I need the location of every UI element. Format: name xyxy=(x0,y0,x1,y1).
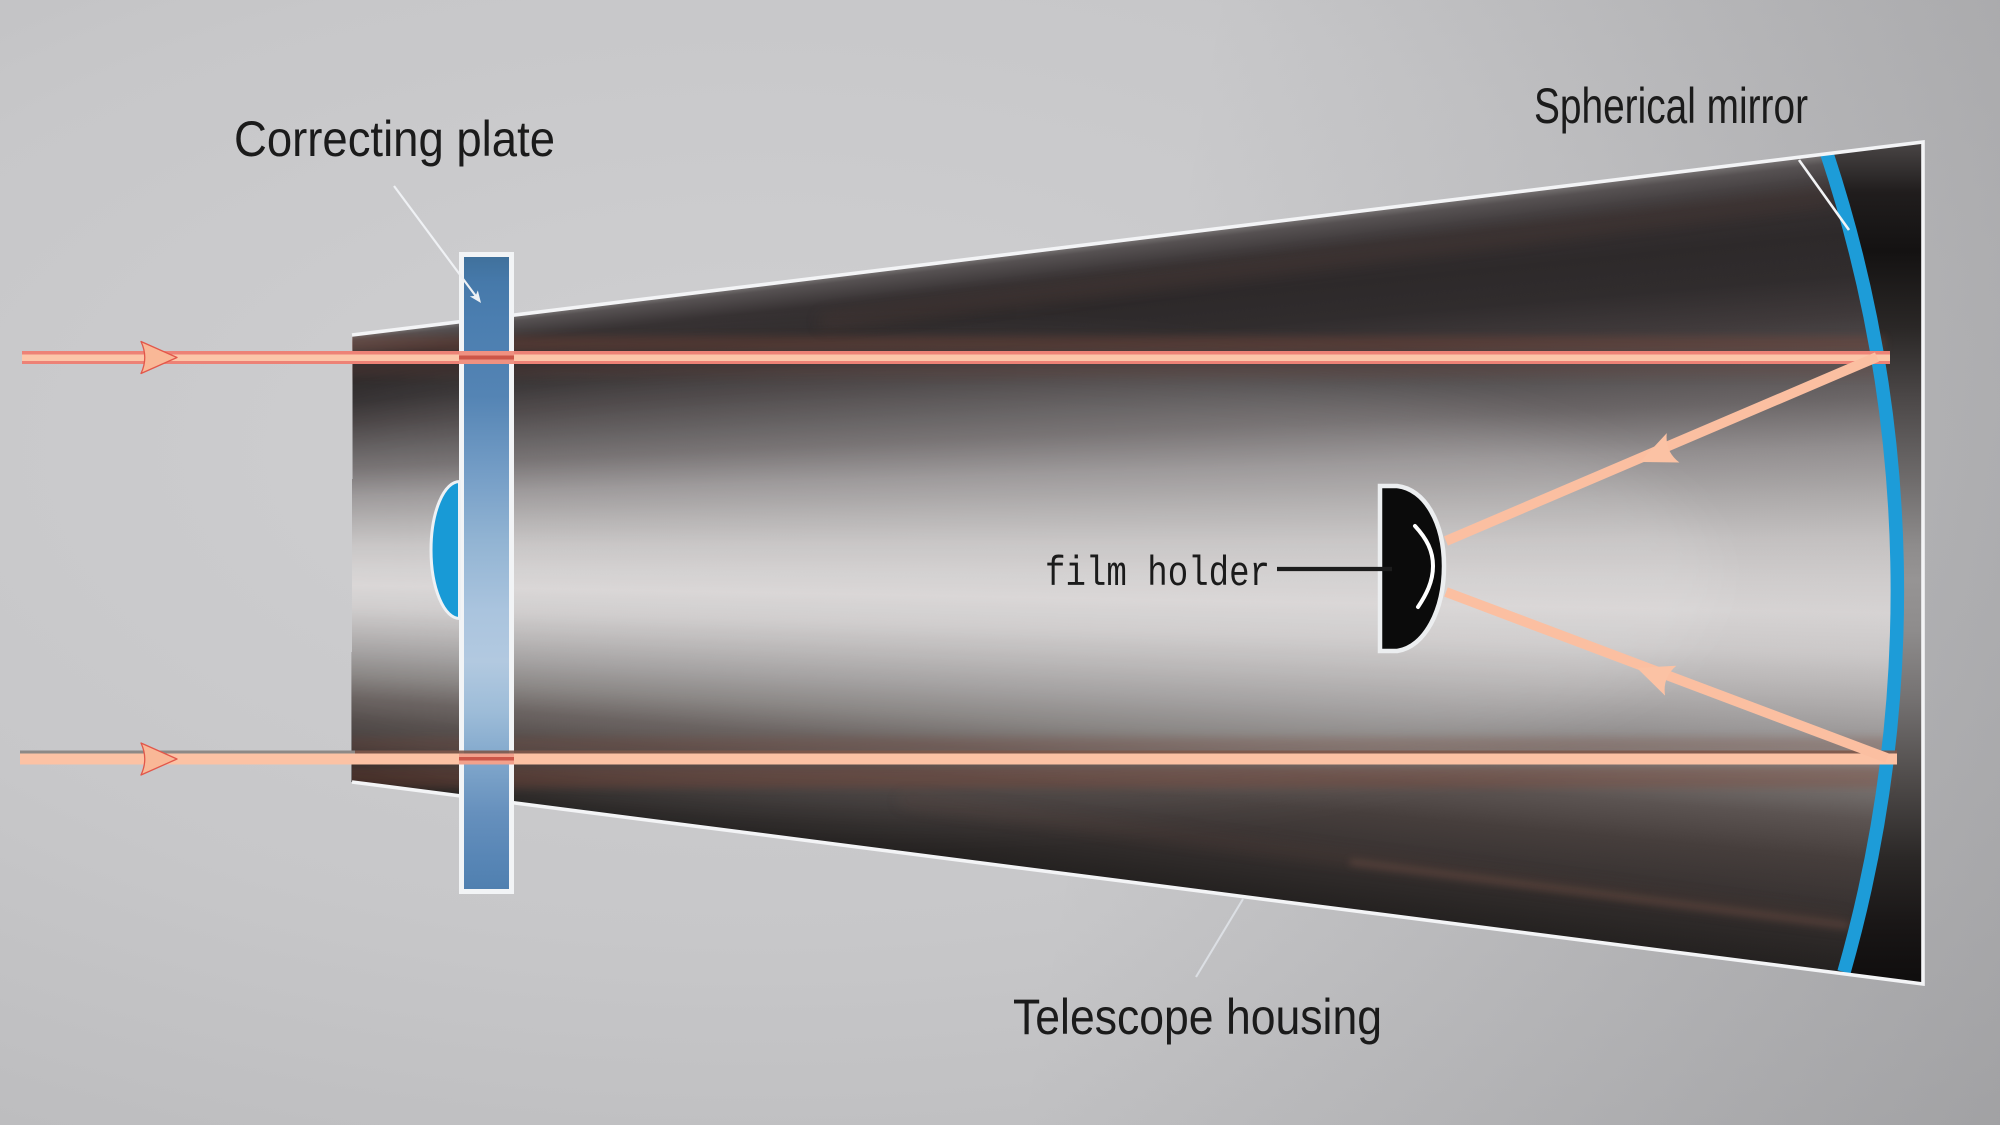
svg-text:film holder: film holder xyxy=(1045,550,1270,598)
svg-text:Spherical mirror: Spherical mirror xyxy=(1534,78,1808,134)
svg-text:Correcting plate: Correcting plate xyxy=(234,111,555,167)
svg-text:Telescope housing: Telescope housing xyxy=(1013,989,1382,1045)
